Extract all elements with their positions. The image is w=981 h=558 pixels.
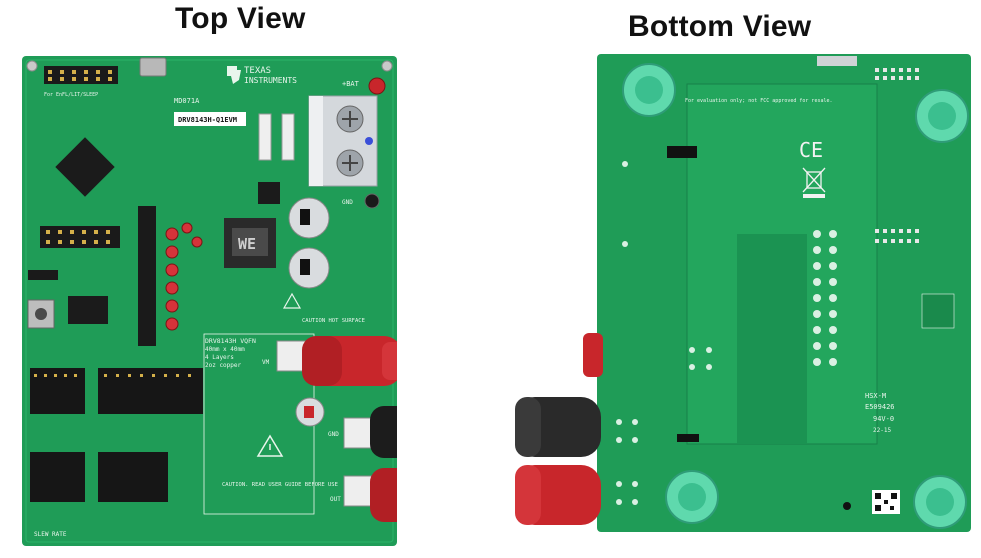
standoff-bottom-right — [913, 475, 967, 529]
warning-triangle-icon — [256, 434, 284, 457]
tssop-chip — [68, 296, 108, 324]
fcc-note: For evaluation only; not FCC approved fo… — [685, 98, 833, 104]
banana-jack-gnd-black — [343, 406, 397, 458]
hot-surface-warning-icon — [282, 292, 302, 309]
bottom-view-jacks — [515, 333, 603, 525]
slew-rate-label: SLEW RATE — [34, 531, 67, 538]
board-id: MD071A — [174, 97, 200, 105]
black-dot — [843, 502, 851, 510]
bottom-view-title: Bottom View — [628, 10, 812, 43]
usb-connector — [139, 57, 167, 77]
ce-mark: CE — [799, 138, 823, 162]
driver-chip — [258, 182, 280, 204]
package-info-2: 40mm x 40mm — [205, 346, 245, 353]
silk-text: For EnFL/LIT/SLEEP — [44, 92, 98, 98]
diode-d4 — [667, 146, 697, 158]
dip-switch-bank-1 — [30, 368, 203, 414]
power-inductor: WE — [224, 218, 276, 268]
via-array — [616, 161, 837, 505]
gnd-jack-label: GND — [328, 431, 339, 438]
mount-hole — [26, 60, 38, 72]
header-j5 — [44, 66, 118, 84]
usb-notch — [817, 56, 857, 66]
bat-test-point — [368, 77, 386, 95]
top-view-title: Top View — [175, 2, 306, 35]
test-point-column — [165, 222, 203, 331]
package-info-4: 2oz copper — [205, 362, 242, 369]
package-info-1: DRV8143H VQFN — [205, 337, 256, 345]
ti-logo — [227, 66, 241, 84]
pcb-code-4: 22-15 — [873, 427, 891, 434]
mount-hole — [381, 60, 393, 72]
pcb-code-2: E509426 — [865, 403, 895, 411]
inductor-mark: WE — [238, 235, 256, 253]
package-info-3: 4 Layers — [205, 354, 234, 361]
reset-push-button — [27, 299, 55, 329]
mcu-chip — [55, 137, 115, 197]
vm-label: VM — [262, 359, 270, 366]
bottom-view-board: For evaluation only; not FCC approved fo… — [597, 54, 971, 532]
banana-jack-out-red — [343, 468, 397, 522]
fuse-f3 — [281, 113, 295, 161]
standoff-top-right — [915, 89, 969, 143]
pad-grid — [921, 293, 955, 329]
standoff-top-left — [622, 63, 676, 117]
caution-read-text: CAUTION. READ USER GUIDE BEFORE USE — [222, 482, 338, 488]
top-view-board: For EnFL/LIT/SLEEP TEXAS INSTRUMENTS +BA… — [22, 56, 397, 546]
vertical-header — [138, 206, 156, 346]
header-pads-top — [875, 68, 919, 80]
out-label: OUT — [330, 496, 341, 503]
small-capacitor — [295, 397, 325, 427]
electrolytic-capacitor — [288, 197, 330, 239]
model-sticker — [174, 112, 246, 126]
diode-d3 — [677, 434, 699, 442]
pcb-code-3: 94V-0 — [873, 415, 894, 423]
gnd-label: GND — [342, 199, 353, 206]
brand-line1: TEXAS — [244, 66, 271, 76]
jumper-small — [28, 270, 58, 280]
brand-line2: INSTRUMENTS — [244, 76, 297, 85]
standoff-bottom-left — [665, 470, 719, 524]
caution-hot-text: CAUTION HOT SURFACE — [302, 318, 365, 324]
bat-label: +BAT — [342, 80, 360, 88]
model-label: DRV8143H-Q1EVM — [178, 116, 237, 124]
fuse-f2 — [258, 113, 272, 161]
gnd-test-point — [364, 193, 380, 209]
electrolytic-capacitor — [288, 247, 330, 289]
jumper-header-j7 — [40, 226, 120, 248]
pcb-code-1: HSX-M — [865, 392, 886, 400]
jack-rear-red-top — [583, 333, 603, 377]
banana-jack-vm-red — [276, 336, 397, 386]
weee-bin-icon — [802, 167, 826, 198]
power-terminal-block — [308, 95, 378, 187]
header-pads-right — [875, 229, 919, 243]
dip-switch-bank-2 — [30, 452, 168, 502]
